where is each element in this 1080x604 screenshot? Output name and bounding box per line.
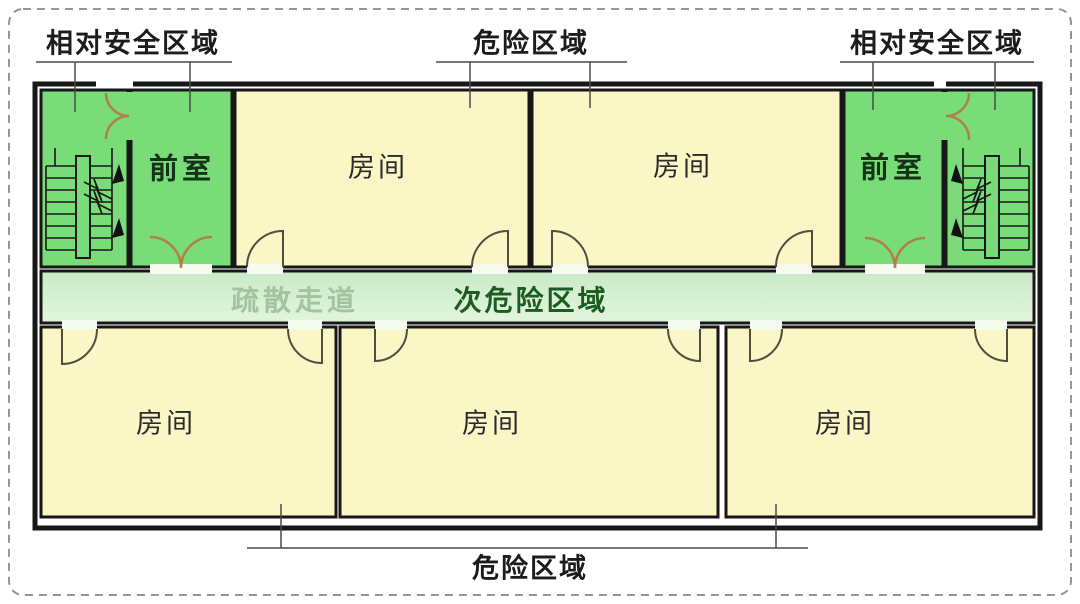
- door-room-bottom3-right: [974, 328, 1008, 363]
- stair-up-arrow-right: [951, 164, 963, 184]
- leader-top-middle: [436, 61, 627, 108]
- door-room-top1-left: [246, 229, 284, 268]
- door-openings: [62, 79, 1007, 330]
- double-door-stair-right: [945, 92, 971, 141]
- door-room-top2-left: [551, 229, 589, 268]
- stair-symbol-left: [45, 148, 124, 259]
- callout-danger-bottom: 危险区域: [472, 553, 588, 585]
- double-door-vestibule-right: [864, 236, 926, 269]
- stair-symbol-right: [951, 148, 1030, 259]
- label-room-bottom-1: 房间: [136, 408, 196, 440]
- door-room-bottom3-left: [749, 328, 783, 363]
- label-room-bottom-2: 房间: [462, 408, 522, 440]
- stair-down-arrow-left: [112, 218, 124, 238]
- room-bottom-1-area: [39, 325, 338, 519]
- stair-down-arrow-right: [951, 218, 963, 238]
- leader-top-left: [36, 61, 232, 112]
- label-room-bottom-3: 房间: [815, 408, 875, 440]
- door-swings: [61, 229, 1008, 366]
- corridor-area: [39, 269, 1036, 325]
- room-top-2-area: [530, 88, 843, 269]
- dashed-frame: [8, 8, 1072, 596]
- leader-top-right: [840, 61, 1034, 110]
- double-door-swings: [104, 92, 971, 269]
- label-secondary-danger-zone: 次危险区域: [453, 284, 609, 317]
- label-room-top-2: 房间: [653, 151, 713, 183]
- label-vestibule-right: 前室: [859, 150, 927, 185]
- vestibule-right-area: [842, 88, 945, 269]
- door-room-bottom1-left: [61, 328, 98, 366]
- room-walls: [39, 88, 1036, 519]
- stair-up-arrow-left: [112, 164, 124, 184]
- door-room-top2-right: [775, 229, 813, 268]
- double-door-vestibule-left: [149, 235, 213, 269]
- leader-bottom: [247, 504, 808, 549]
- room-bottom-2-area: [338, 325, 720, 519]
- label-evacuation-walkway: 疏散走道: [230, 284, 360, 317]
- callout-relatively-safe-left: 相对安全区域: [46, 28, 220, 60]
- door-room-top1-right: [471, 229, 509, 268]
- door-room-bottom1-right: [287, 328, 323, 365]
- door-room-bottom2-right: [667, 328, 701, 363]
- door-room-bottom2-left: [374, 328, 408, 363]
- label-room-top-1: 房间: [348, 152, 408, 184]
- callout-danger-top: 危险区域: [473, 28, 589, 60]
- callout-leaders: [36, 61, 1034, 549]
- double-door-stair-left: [104, 92, 130, 140]
- room-bottom-3-area: [724, 325, 1036, 519]
- callout-relatively-safe-right: 相对安全区域: [850, 28, 1024, 60]
- label-vestibule-left: 前室: [148, 151, 216, 186]
